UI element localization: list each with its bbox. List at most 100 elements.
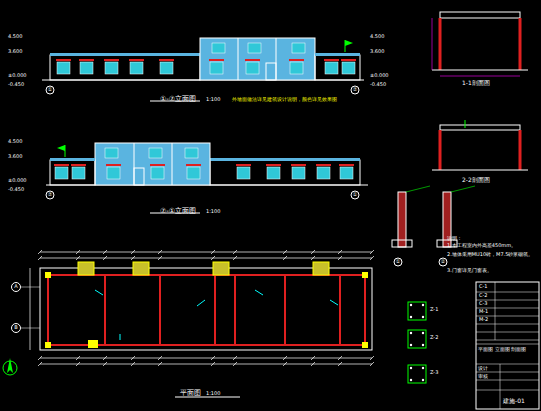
dim-tick <box>311 256 315 260</box>
table-line <box>476 340 539 341</box>
level-mark: ±0.000 <box>8 178 27 184</box>
dim-tick <box>211 356 215 360</box>
table-cell: M-1 <box>479 309 488 315</box>
table-cell: C-3 <box>479 301 487 307</box>
level-mark: 4.500 <box>370 34 384 40</box>
note-heading: 说明： <box>447 236 462 242</box>
title-cell: 设计 <box>478 366 488 372</box>
dim-tick <box>283 362 287 366</box>
axis-number: ⑦ <box>48 192 52 198</box>
section-title: 1-1剖面图 <box>462 80 490 87</box>
scale: 1:100 <box>206 209 220 215</box>
dim-tick <box>338 250 342 254</box>
dim-tick <box>370 256 374 260</box>
dim-tick <box>76 356 80 360</box>
scale: 1:100 <box>206 97 220 103</box>
table-cell: C-1 <box>479 284 487 290</box>
drawing-number: 建施-01 <box>503 398 525 405</box>
table-line <box>476 344 539 345</box>
view-title: ⑦-①立面图 <box>160 208 196 216</box>
dim-tick <box>76 362 80 366</box>
table-line <box>476 380 539 381</box>
dim-tick <box>233 362 237 366</box>
dim-tick <box>131 362 135 366</box>
dim-tick <box>233 356 237 360</box>
level-mark: 4.500 <box>8 34 22 40</box>
dim-tick <box>283 356 287 360</box>
dim-tick <box>370 250 374 254</box>
axis-number: ① <box>353 192 357 198</box>
dim-tick <box>38 356 42 360</box>
view-title: ①-⑦立面图 <box>160 96 196 104</box>
table-line <box>476 324 539 325</box>
table-cell: M-2 <box>479 317 488 323</box>
dim-tick <box>338 362 342 366</box>
level-mark: -0.450 <box>8 187 24 193</box>
level-mark: 4.500 <box>8 139 22 145</box>
table-line <box>476 372 539 373</box>
table-line <box>495 282 496 340</box>
table-line <box>500 364 501 409</box>
dim-tick <box>158 356 162 360</box>
dim-tick <box>311 356 315 360</box>
table-line <box>476 332 539 333</box>
table-cell: C-2 <box>479 293 487 299</box>
dim-tick <box>38 250 42 254</box>
detail-number: ② <box>441 259 445 265</box>
scale: 1:100 <box>206 391 220 397</box>
level-mark: ±0.000 <box>370 73 389 79</box>
table-line <box>476 390 539 391</box>
dim-tick <box>338 256 342 260</box>
dim-tick <box>283 250 287 254</box>
note: 1.本工程室内外高差450mm。 <box>447 243 537 249</box>
dim-tick <box>211 256 215 260</box>
level-mark: 3.600 <box>8 49 22 55</box>
dim-tick <box>370 356 374 360</box>
dim-tick <box>38 362 42 366</box>
dim-tick <box>211 362 215 366</box>
dim-tick <box>131 356 135 360</box>
level-mark: -0.450 <box>370 82 386 88</box>
dim-tick <box>158 256 162 260</box>
dim-tick <box>370 362 374 366</box>
drawing-name: 平面图 立面图 剖面图 <box>478 347 536 353</box>
level-mark: -0.450 <box>8 82 24 88</box>
dim-tick <box>103 356 107 360</box>
note: 外墙面做法详见建筑设计说明，颜色详见效果图 <box>232 97 337 103</box>
dim-tick <box>38 256 42 260</box>
dim-tick <box>76 256 80 260</box>
column-tag: Z-1 <box>430 307 438 313</box>
axis-number: A <box>14 284 17 290</box>
dim-tick <box>158 250 162 254</box>
axis-number: ① <box>48 87 52 93</box>
axis-number: ⑦ <box>353 87 357 93</box>
title-cell: 审核 <box>478 374 488 380</box>
dim-tick <box>131 256 135 260</box>
dim-tick <box>338 356 342 360</box>
dim-tick <box>211 250 215 254</box>
dim-tick <box>283 256 287 260</box>
dim-tick <box>131 250 135 254</box>
dim-tick <box>158 362 162 366</box>
section-title: 2-2剖面图 <box>462 177 490 184</box>
level-mark: 3.600 <box>370 49 384 55</box>
column-tag: Z-3 <box>430 370 438 376</box>
dim-tick <box>311 250 315 254</box>
dim-tick <box>103 256 107 260</box>
dim-tick <box>233 250 237 254</box>
note: 3.门窗详见门窗表。 <box>447 268 537 274</box>
dim-tick <box>103 362 107 366</box>
note: 2.墙体采用MU10砖，M7.5砂浆砌筑。 <box>447 252 537 258</box>
column-tag: Z-2 <box>430 335 438 341</box>
level-mark: 3.600 <box>8 154 22 160</box>
dim-tick <box>233 256 237 260</box>
detail-number: ① <box>396 259 400 265</box>
dim-tick <box>76 250 80 254</box>
view-title: 平面图 <box>180 390 201 398</box>
table-line <box>476 364 539 365</box>
axis-number: B <box>14 325 17 331</box>
level-mark: ±0.000 <box>8 73 27 79</box>
dim-tick <box>311 362 315 366</box>
dim-tick <box>103 250 107 254</box>
